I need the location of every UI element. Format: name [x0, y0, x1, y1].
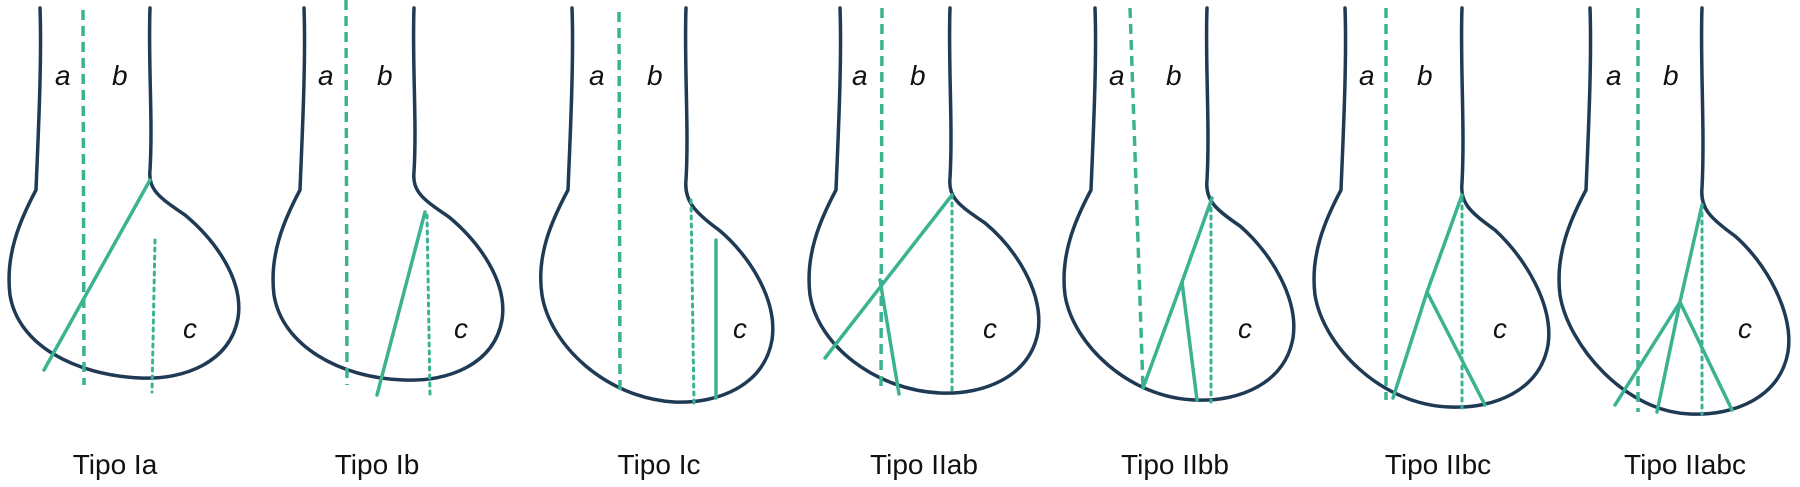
label-b: b [1166, 60, 1182, 91]
label-c: c [983, 313, 997, 344]
bone-outline [271, 6, 505, 382]
label-b: b [1663, 60, 1679, 91]
boundary-ab-dashed [617, 11, 622, 396]
boundary-ab-dashed [1128, 7, 1145, 389]
panel-tipo-iiab: a b c Tipo IIab [807, 6, 1041, 480]
fracture-line-middle [1655, 300, 1682, 414]
label-b: b [647, 60, 663, 91]
panel-title: Tipo IIbc [1385, 449, 1491, 480]
panel-tipo-ic: a b c Tipo Ic [539, 6, 775, 480]
label-c: c [183, 313, 197, 344]
fracture-line-main [1425, 193, 1464, 294]
boundary-ab-dashed [81, 9, 86, 386]
label-a: a [1359, 60, 1375, 91]
fracture-line-left [1391, 290, 1429, 400]
boundary-ab-dashed [344, 0, 349, 386]
label-c: c [1493, 313, 1507, 344]
fracture-line [375, 210, 427, 397]
panel-tipo-iibc: a b c Tipo IIbc [1312, 6, 1551, 480]
label-a: a [1606, 60, 1622, 91]
bone-outline [7, 6, 241, 380]
bone-outline [1312, 6, 1551, 409]
label-c: c [454, 313, 468, 344]
label-c: c [733, 313, 747, 344]
label-b: b [1417, 60, 1433, 91]
fracture-line-right [1180, 280, 1199, 402]
boundary-bc-dotted [689, 198, 696, 407]
fracture-line [42, 178, 152, 372]
panel-title: Tipo IIabc [1624, 449, 1746, 480]
panel-tipo-ib: a b c Tipo Ib [271, 0, 505, 480]
fracture-line-main [1678, 203, 1704, 304]
fracture-line-left [1141, 280, 1184, 390]
label-a: a [318, 60, 334, 91]
panel-title: Tipo IIab [870, 449, 978, 480]
panel-title: Tipo Ia [73, 449, 158, 480]
panel-title: Tipo IIbb [1121, 449, 1229, 480]
panel-tipo-ia: a b c Tipo Ia [7, 6, 241, 480]
panel-tipo-iiabc: a b c Tipo IIabc [1557, 6, 1791, 480]
fracture-line-left [1613, 300, 1682, 407]
label-b: b [910, 60, 926, 91]
label-c: c [1238, 313, 1252, 344]
fracture-line-branch [878, 278, 901, 396]
label-a: a [1109, 60, 1125, 91]
label-b: b [112, 60, 128, 91]
panel-tipo-iibb: a b c Tipo IIbb [1062, 6, 1296, 480]
boundary-bc-dotted [425, 213, 432, 397]
label-a: a [852, 60, 868, 91]
label-b: b [377, 60, 393, 91]
label-c: c [1738, 313, 1752, 344]
label-a: a [589, 60, 605, 91]
boundary-ab-dashed [879, 7, 884, 393]
fracture-line-main [1180, 196, 1214, 284]
panel-title: Tipo Ib [335, 449, 420, 480]
fracture-line-right [1678, 300, 1734, 412]
bone-outline [1557, 6, 1791, 416]
panel-title: Tipo Ic [618, 449, 701, 480]
label-a: a [55, 60, 71, 91]
boundary-bc-dotted [150, 238, 157, 394]
bone-outline [1062, 6, 1296, 402]
fracture-line-oblique [823, 193, 954, 360]
bone-outline [807, 6, 1041, 395]
fracture-line-right [1425, 290, 1487, 407]
